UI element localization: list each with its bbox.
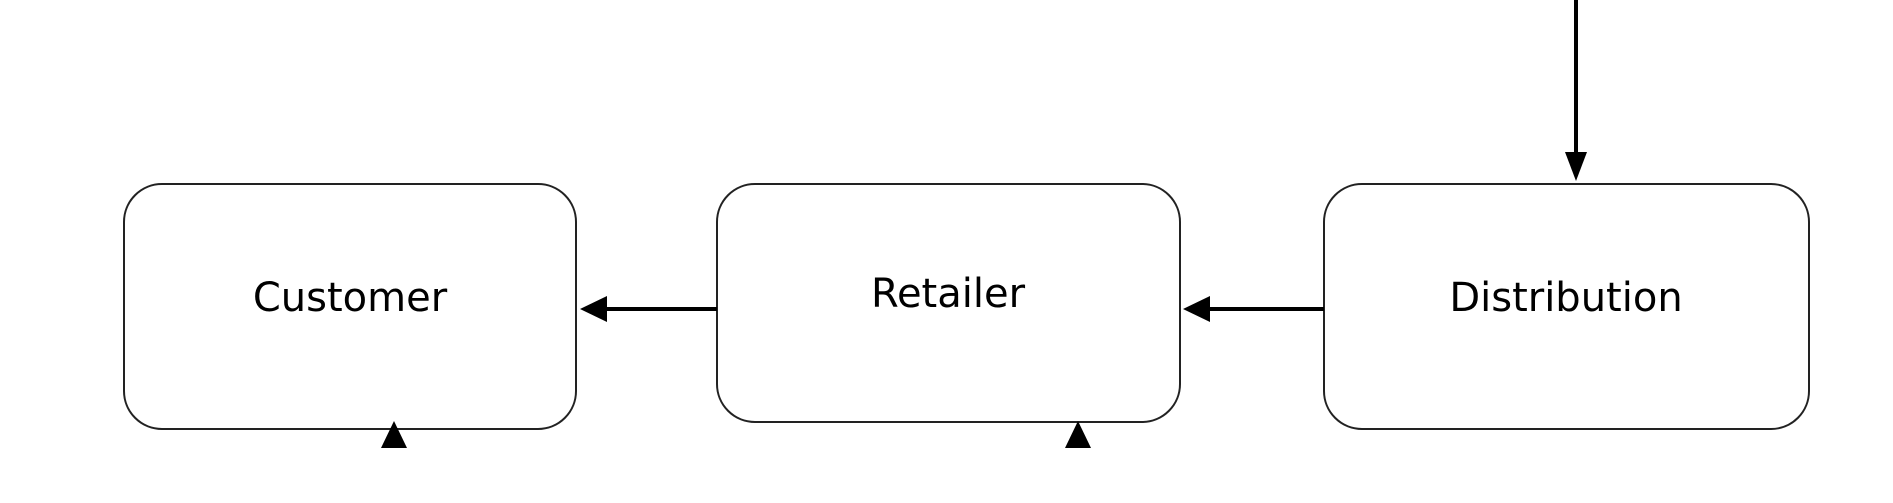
- node-label-distribution: Distribution: [1449, 275, 1682, 321]
- arrow-up-into-retailer: [1065, 421, 1091, 448]
- node-label-retailer: Retailer: [871, 271, 1026, 317]
- node-retailer: Retailer: [716, 183, 1181, 423]
- arrow-into-distribution: [1565, 0, 1587, 181]
- arrow-up-into-customer: [381, 421, 407, 448]
- arrow-distribution-to-retailer: [1183, 296, 1324, 322]
- arrow-retailer-to-customer: [580, 296, 717, 322]
- node-label-customer: Customer: [253, 275, 448, 321]
- node-customer: Customer: [123, 183, 577, 430]
- node-distribution: Distribution: [1323, 183, 1810, 430]
